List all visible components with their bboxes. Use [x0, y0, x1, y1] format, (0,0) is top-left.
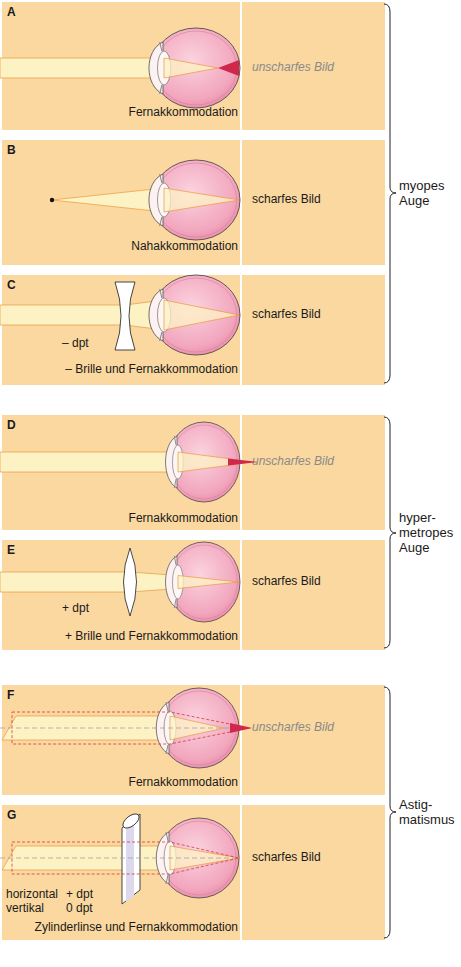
caption-text: Fernakkommodation: [129, 105, 238, 119]
panel-letter: C: [7, 278, 16, 292]
lens-label: 0 dpt: [66, 901, 93, 915]
caption-text: Zylinderlinse und Fernakkommodation: [35, 920, 238, 934]
lens-label: vertikal: [6, 901, 44, 915]
brace: [384, 4, 396, 938]
group-label: Astig- matismus: [399, 797, 461, 827]
caption-text: – Brille und Fernakkommodation: [65, 362, 238, 376]
result-text: unscharfes Bild: [252, 60, 334, 74]
figure-panel: Funscharfes BildFernakkommodation: [2, 685, 385, 795]
caption-text: Fernakkommodation: [129, 511, 238, 525]
result-text: unscharfes Bild: [252, 454, 334, 468]
lens-label: – dpt: [62, 336, 89, 350]
caption-text: + Brille und Fernakkommodation: [65, 629, 238, 643]
panel-letter: E: [7, 543, 15, 557]
result-text: scharfes Bild: [252, 574, 321, 588]
result-text: scharfes Bild: [252, 192, 321, 206]
figure-panel: Bscharfes BildNahakkommodation: [2, 140, 385, 265]
figure-panel: Dunscharfes BildFernakkommodation: [2, 415, 385, 530]
figure-panel: Escharfes Bild + dpt + Brille und Fernakko…: [2, 540, 385, 650]
panel-letter: D: [7, 418, 16, 432]
result-text: scharfes Bild: [252, 850, 321, 864]
lens-label: + dpt: [66, 887, 93, 901]
caption-text: Nahakkommodation: [131, 239, 238, 253]
caption-text: Fernakkommodation: [129, 775, 238, 789]
lens-label: + dpt: [62, 601, 89, 615]
panel-letter: F: [7, 688, 14, 702]
figure-panel: Cscharfes Bild – dpt – Brille und Fernakko…: [2, 275, 385, 385]
figure-panel: Aunscharfes BildFernakkommodation: [2, 2, 385, 130]
figure-panel: Gscharfes Bild horizontal + dpt vertikal 0 d…: [2, 805, 385, 940]
panel-letter: G: [7, 808, 16, 822]
group-label: myopes Auge: [399, 178, 461, 208]
panel-letter: A: [7, 5, 16, 19]
result-text: scharfes Bild: [252, 307, 321, 321]
panel-letter: B: [7, 143, 16, 157]
result-text: unscharfes Bild: [252, 720, 334, 734]
lens-label: horizontal: [6, 887, 58, 901]
group-label: hyper- metropes Auge: [399, 510, 461, 555]
